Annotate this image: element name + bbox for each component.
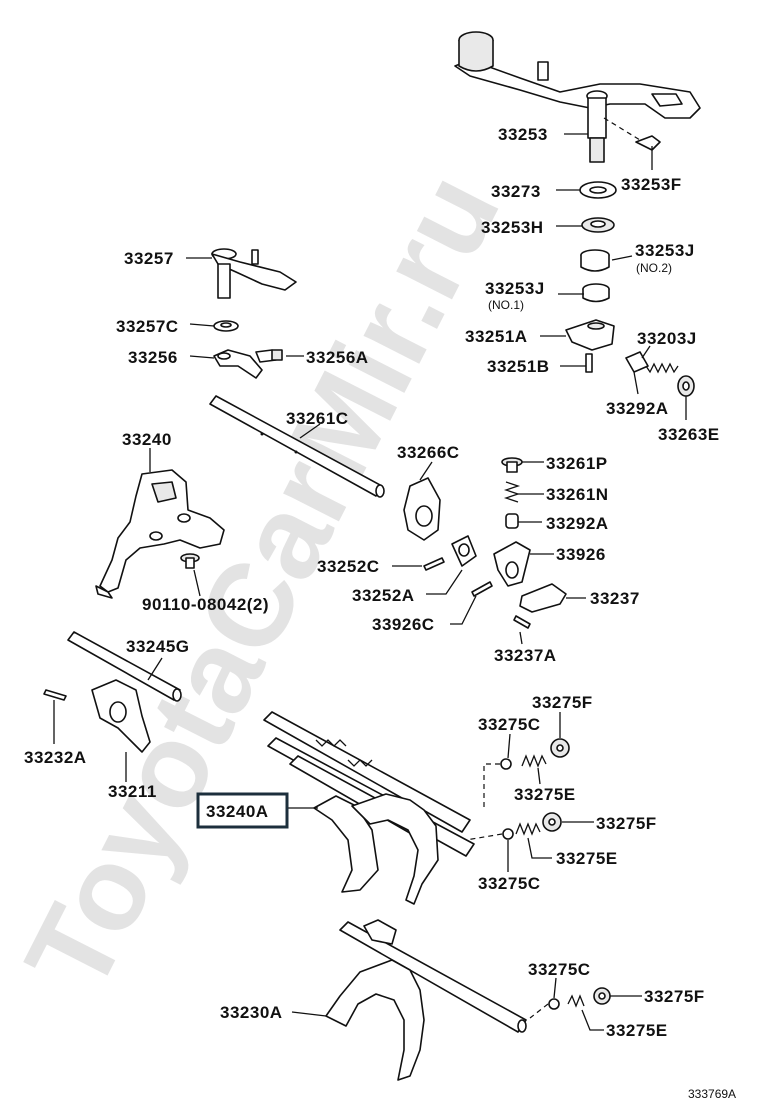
label-33203J[interactable]: 33203J (637, 329, 697, 348)
part-drawing-33257[interactable] (211, 248, 297, 299)
part-drawing-33292A-lower[interactable] (505, 513, 519, 529)
sublabel-33253J-no2: (NO.2) (636, 261, 672, 275)
part-drawing-33926C[interactable] (471, 581, 493, 597)
label-33292A-upper[interactable]: 33292A (606, 399, 669, 418)
part-drawing-33252C[interactable] (423, 557, 445, 571)
leader-lines (53, 117, 687, 1031)
label-33261P[interactable]: 33261P (546, 454, 608, 473)
catalog-id: 333769A (688, 1087, 736, 1101)
label-33230A[interactable]: 33230A (220, 1003, 283, 1022)
part-drawing-33275E-upper[interactable] (521, 754, 547, 768)
part-drawing-33275F-lower[interactable] (593, 987, 611, 1005)
part-drawing-33261N[interactable] (503, 481, 521, 503)
part-drawing-33257C[interactable] (213, 320, 239, 332)
part-drawing-33275F-middle[interactable] (542, 812, 562, 832)
label-33261C[interactable]: 33261C (286, 409, 349, 428)
part-drawing-33253J-no2[interactable] (580, 249, 610, 272)
label-33926C[interactable]: 33926C (372, 615, 435, 634)
label-33240A[interactable]: 33240A (206, 802, 269, 821)
label-33237[interactable]: 33237 (590, 589, 640, 608)
part-drawing-33275E-middle[interactable] (515, 822, 541, 836)
part-drawing-33203J[interactable] (645, 362, 679, 374)
part-drawing-33251A[interactable] (565, 319, 615, 351)
label-33275E-lower[interactable]: 33275E (606, 1021, 668, 1040)
part-drawing-33275F-upper[interactable] (550, 738, 570, 758)
part-drawing-33232A[interactable] (43, 689, 67, 701)
part-drawing-33926[interactable] (493, 541, 531, 587)
label-33266C[interactable]: 33266C (397, 443, 460, 462)
label-33251B[interactable]: 33251B (487, 357, 550, 376)
part-drawing-90110-08042[interactable] (180, 553, 200, 569)
part-drawing-33237A[interactable] (513, 615, 531, 629)
label-33252A[interactable]: 33252A (352, 586, 415, 605)
part-drawing-33263E[interactable] (677, 375, 695, 397)
label-33237A[interactable]: 33237A (494, 646, 557, 665)
part-drawing-33240[interactable] (95, 469, 225, 599)
label-33257[interactable]: 33257 (124, 249, 174, 268)
label-33253H[interactable]: 33253H (481, 218, 544, 237)
part-drawing-33211[interactable] (91, 679, 151, 753)
part-drawing-33275C-lower[interactable] (548, 998, 560, 1010)
part-drawing-33253J-no1[interactable] (582, 283, 610, 303)
part-drawing-33253[interactable] (454, 31, 701, 163)
label-33253J-no2[interactable]: 33253J (635, 241, 695, 260)
part-drawing-33252A[interactable] (451, 535, 477, 567)
part-drawing-33237[interactable] (519, 583, 567, 613)
label-33232A[interactable]: 33232A (24, 748, 87, 767)
highlight-box (196, 792, 289, 829)
part-drawing-33273[interactable] (579, 181, 617, 199)
label-33253J-no1[interactable]: 33253J (485, 279, 545, 298)
part-drawing-33256A[interactable] (255, 349, 283, 363)
part-drawing-33256[interactable] (213, 349, 263, 379)
label-33256A[interactable]: 33256A (306, 348, 369, 367)
label-33275C-upper[interactable]: 33275C (478, 715, 541, 734)
label-33275F-lower[interactable]: 33275F (644, 987, 705, 1006)
part-drawing-33240A[interactable] (263, 711, 475, 905)
part-drawing-33230A[interactable] (325, 919, 527, 1081)
label-33926[interactable]: 33926 (556, 545, 606, 564)
part-drawing-33275E-lower[interactable] (567, 994, 585, 1008)
label-33275F-upper[interactable]: 33275F (532, 693, 593, 712)
label-33251A[interactable]: 33251A (465, 327, 528, 346)
label-33211[interactable]: 33211 (108, 782, 157, 801)
label-33275C-middle[interactable]: 33275C (478, 874, 541, 893)
label-33240[interactable]: 33240 (122, 430, 172, 449)
part-drawing-33245G[interactable] (67, 631, 182, 702)
label-33275E-middle[interactable]: 33275E (556, 849, 618, 868)
label-33252C[interactable]: 33252C (317, 557, 380, 576)
label-33275E-upper[interactable]: 33275E (514, 785, 576, 804)
label-90110-08042[interactable]: 90110-08042(2) (142, 595, 269, 614)
part-drawing-33253F[interactable] (635, 135, 661, 151)
sublabel-33253J-no1: (NO.1) (488, 298, 524, 312)
label-33273[interactable]: 33273 (491, 182, 541, 201)
label-33261N[interactable]: 33261N (546, 485, 609, 504)
label-33253[interactable]: 33253 (498, 125, 548, 144)
part-drawing-33266C[interactable] (403, 477, 441, 541)
part-drawing-33251B[interactable] (585, 353, 593, 373)
label-33275C-lower[interactable]: 33275C (528, 960, 591, 979)
label-33292A-lower[interactable]: 33292A (546, 514, 609, 533)
part-drawing-33261C[interactable] (209, 395, 385, 498)
label-33245G[interactable]: 33245G (126, 637, 190, 656)
part-drawing-33261P[interactable] (501, 457, 523, 473)
label-33275F-middle[interactable]: 33275F (596, 814, 657, 833)
label-33253F[interactable]: 33253F (621, 175, 682, 194)
label-33257C[interactable]: 33257C (116, 317, 179, 336)
part-drawing-33275C-middle[interactable] (502, 828, 514, 840)
part-drawing-33275C-upper[interactable] (500, 758, 512, 770)
label-33263E[interactable]: 33263E (658, 425, 720, 444)
label-33256[interactable]: 33256 (128, 348, 178, 367)
part-drawing-33253H[interactable] (581, 217, 615, 233)
